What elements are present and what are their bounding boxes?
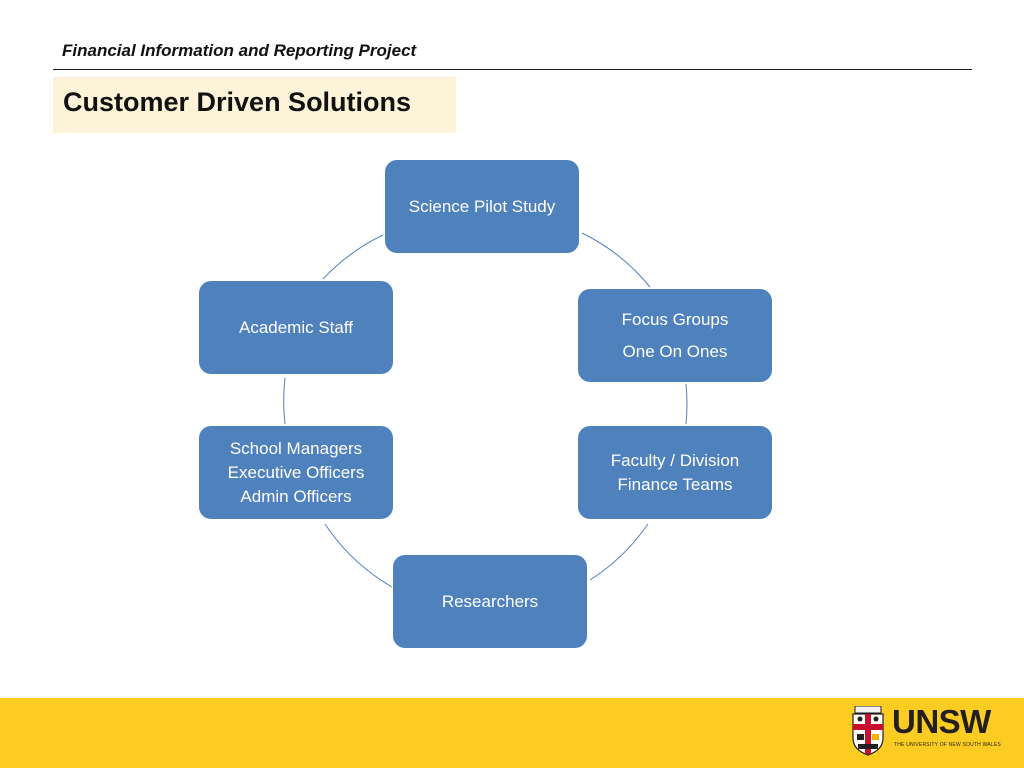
cycle-connectors: [283, 232, 688, 588]
title-divider: [53, 69, 972, 70]
unsw-logo-subtext: THE UNIVERSITY OF NEW SOUTH WALES: [894, 742, 1001, 748]
node-label: Admin Officers: [240, 486, 352, 506]
connector-3: [589, 523, 649, 581]
slide-title: Customer Driven Solutions: [63, 87, 412, 117]
node-label: Finance Teams: [617, 474, 733, 494]
connector-6: [322, 234, 384, 280]
node-label: Executive Officers: [227, 462, 365, 482]
node-label: One On Ones: [622, 341, 728, 361]
node-science-pilot-study: Science Pilot Study: [385, 160, 579, 253]
project-title: Financial Information and Reporting Proj…: [62, 41, 417, 60]
node-label: Science Pilot Study: [408, 196, 556, 216]
connector-4: [324, 523, 393, 588]
node-faculty-division: Faculty / Division Finance Teams: [578, 426, 772, 519]
unsw-crest-icon: [852, 706, 884, 756]
node-label: Faculty / Division: [610, 450, 740, 470]
unsw-logo: UNSW: [892, 703, 991, 740]
node-label: Researchers: [441, 591, 539, 611]
node-label: Focus Groups: [621, 309, 729, 329]
node-academic-staff: Academic Staff: [199, 281, 393, 374]
connector-1: [581, 232, 651, 288]
connector-2: [685, 383, 688, 425]
slide-title-box: Customer Driven Solutions: [53, 77, 456, 133]
node-researchers: Researchers: [393, 555, 587, 648]
node-label: School Managers: [229, 438, 363, 458]
node-school-managers: School Managers Executive Officers Admin…: [199, 426, 393, 519]
connector-5: [283, 377, 286, 425]
node-focus-groups: Focus Groups One On Ones: [578, 289, 772, 382]
node-label: Academic Staff: [238, 317, 354, 337]
